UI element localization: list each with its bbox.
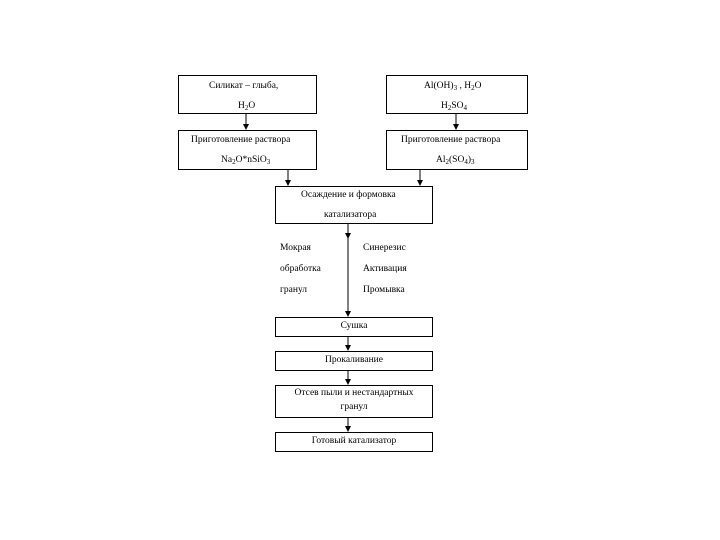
prep-right-line2: Al2(SO4)3 xyxy=(436,155,475,166)
treat-right-line2: Активация xyxy=(363,264,407,274)
raw-left-line1: Силикат – глыба, xyxy=(209,81,279,91)
prep-right-line1: Приготовление раствора xyxy=(401,135,501,145)
precipitation-line1: Осаждение и формовка xyxy=(301,190,396,200)
sieving-box xyxy=(275,385,433,418)
precipitation-box xyxy=(275,186,433,224)
calcination-label: Прокаливание xyxy=(325,355,383,365)
drying-box xyxy=(275,317,433,337)
sieving-line2: гранул xyxy=(340,402,368,412)
raw-materials-left-box xyxy=(178,75,317,114)
treat-left-line2: обработка xyxy=(280,264,321,274)
raw-right-line1: Al(OH)3 , H2O xyxy=(424,81,482,92)
drying-label: Сушка xyxy=(340,321,368,331)
sieving-line1: Отсев пыли и нестандартных xyxy=(294,388,414,398)
raw-left-line2: H2O xyxy=(238,101,256,112)
prep-left-line2: Na2O*nSiO3 xyxy=(221,155,271,166)
treat-left-line1: Мокрая xyxy=(280,243,311,253)
raw-materials-right-box xyxy=(386,75,528,114)
precipitation-line2: катализатора xyxy=(324,210,377,220)
treat-left-line3: гранул xyxy=(280,285,308,295)
treat-right-line1: Синерезис xyxy=(363,243,406,253)
raw-right-line2: H2SO4 xyxy=(441,101,468,112)
final-catalyst-box xyxy=(275,432,433,452)
prep-solution-left-box xyxy=(178,130,317,170)
prep-left-line1: Приготовление раствора xyxy=(191,135,291,145)
calcination-box xyxy=(275,351,433,371)
final-catalyst-label: Готовый катализатор xyxy=(311,436,397,446)
treat-right-line3: Промывка xyxy=(363,285,405,295)
prep-solution-right-box xyxy=(386,130,528,170)
